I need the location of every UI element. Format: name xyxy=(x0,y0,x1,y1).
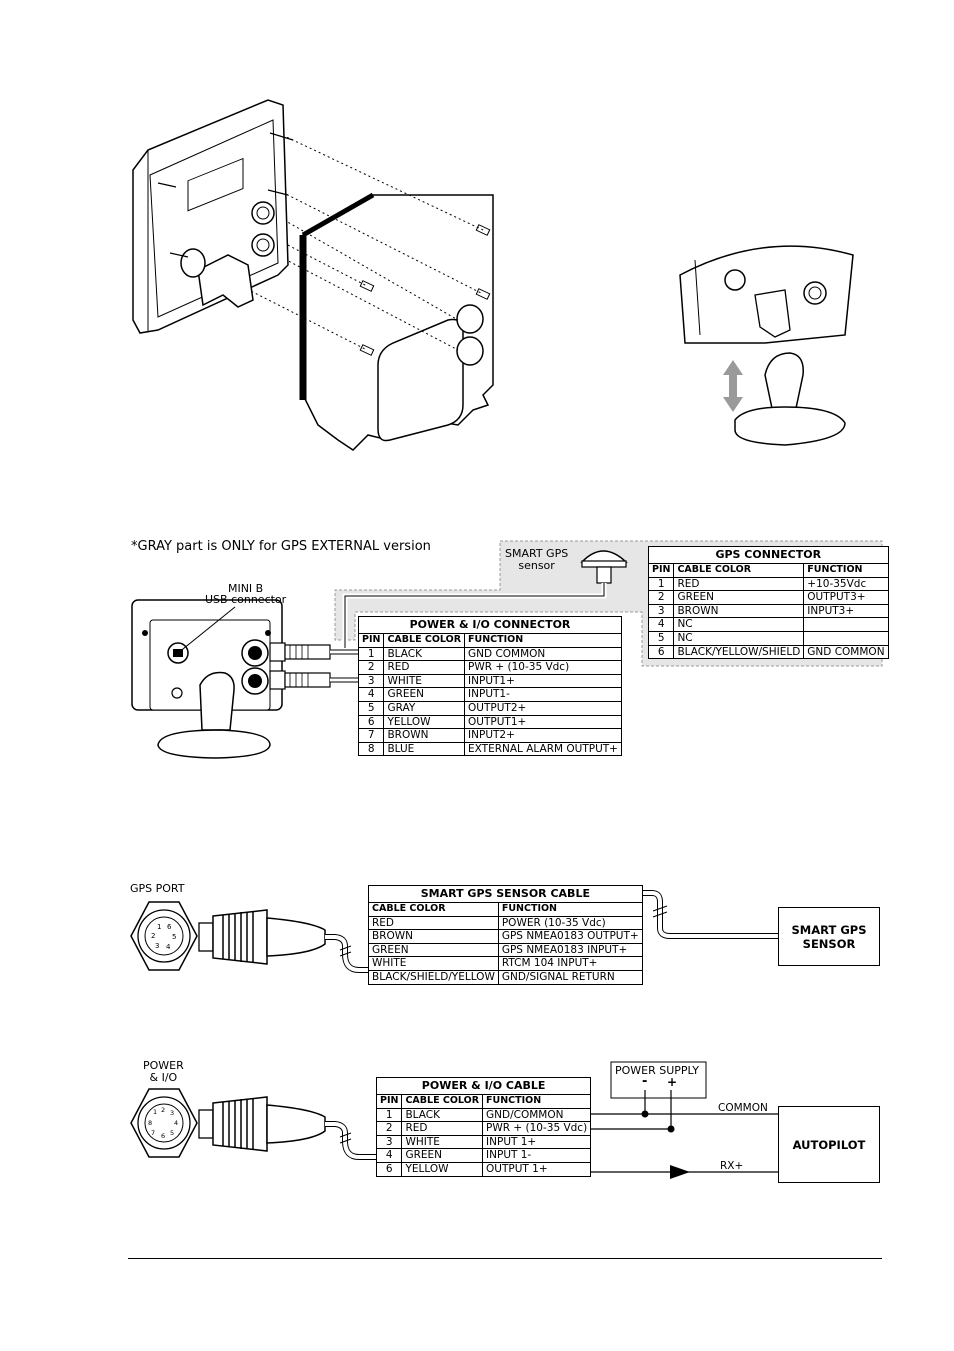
flush-mount-illustration xyxy=(132,99,494,451)
footer-rule xyxy=(128,1258,882,1259)
color-cell: BLACK/SHIELD/YELLOW xyxy=(368,969,499,985)
function-cell: INPUT 1+ xyxy=(482,1134,592,1150)
color-cell: BLACK xyxy=(383,646,466,662)
function-cell: INPUT 1- xyxy=(482,1148,592,1163)
pin-cell: 4 xyxy=(375,1148,403,1163)
bracket-mount-illustration xyxy=(679,245,854,446)
color-cell: GREEN xyxy=(401,1148,484,1163)
function-cell: GPS NMEA0183 OUTPUT+ xyxy=(497,929,643,944)
pin-cell: 5 xyxy=(357,700,385,716)
color-cell: YELLOW xyxy=(401,1161,484,1177)
function-cell: PWR + (10-35 Vdc) xyxy=(482,1121,592,1136)
smart-gps-cable-table: SMART GPS SENSOR CABLE CABLE COLOR FUNCT… xyxy=(368,885,643,985)
function-cell: GND COMMON xyxy=(803,644,889,660)
pin-cell: 1 xyxy=(375,1107,403,1123)
gps-connector-title: GPS CONNECTOR xyxy=(648,546,889,564)
pin-label-8: 8 xyxy=(148,1119,152,1127)
pin-label-2: 2 xyxy=(161,1106,165,1114)
power-io-label: POWER& I/O xyxy=(143,1059,184,1084)
pin-label-6: 6 xyxy=(161,1132,165,1140)
common-label: COMMON xyxy=(718,1102,768,1114)
power-io-connector-table: POWER & I/O CONNECTOR PIN CABLE COLOR FU… xyxy=(357,616,622,757)
pin-label-5: 5 xyxy=(172,933,176,941)
pin-cell: 3 xyxy=(647,603,675,619)
pin-cell: 8 xyxy=(357,741,385,757)
ps-plus-label: + xyxy=(667,1075,678,1089)
power-io-port-connector: 1 2 3 4 5 6 7 8 xyxy=(130,1088,377,1160)
color-cell: BLUE xyxy=(383,741,466,757)
pin-cell: 3 xyxy=(375,1134,403,1150)
color-cell: GREEN xyxy=(383,687,466,702)
function-cell: OUTPUT3+ xyxy=(803,590,889,605)
power-io-connector-title: POWER & I/O CONNECTOR xyxy=(358,616,622,634)
pin-cell: 2 xyxy=(375,1121,403,1136)
col-header: CABLE COLOR xyxy=(401,1094,484,1109)
col-header: PIN xyxy=(375,1094,403,1109)
function-cell: GPS NMEA0183 INPUT+ xyxy=(497,942,643,958)
pin-label-2: 2 xyxy=(151,932,155,940)
pin-label-5: 5 xyxy=(170,1129,174,1137)
pin-label-7: 7 xyxy=(151,1129,155,1137)
smart-gps-cable-title: SMART GPS SENSOR CABLE xyxy=(368,885,643,903)
ps-minus-label: - xyxy=(642,1074,648,1089)
power-io-cable-table: POWER & I/O CABLE PIN CABLE COLOR FUNCTI… xyxy=(375,1077,592,1177)
gps-connector-table: GPS CONNECTOR PIN CABLE COLOR FUNCTION 1… xyxy=(647,546,889,660)
autopilot-box: AUTOPILOT xyxy=(778,1106,880,1183)
function-cell: INPUT1+ xyxy=(464,673,622,689)
color-cell: RED xyxy=(401,1121,484,1136)
pin-label-3: 3 xyxy=(170,1109,174,1117)
power-supply-label: POWER SUPPLY xyxy=(615,1064,699,1077)
power-io-cable-title: POWER & I/O CABLE xyxy=(375,1077,592,1095)
pin-label-1: 1 xyxy=(153,1108,157,1116)
pin-label-4: 4 xyxy=(166,943,171,951)
function-cell: EXTERNAL ALARM OUTPUT+ xyxy=(464,741,622,757)
rx-plus-label: RX+ xyxy=(720,1160,744,1172)
function-cell: OUTPUT 1+ xyxy=(482,1161,592,1177)
col-header: PIN xyxy=(647,563,675,578)
gps-cable-route xyxy=(637,890,778,939)
pin-cell: 6 xyxy=(647,644,675,660)
pin-label-1: 1 xyxy=(157,923,161,931)
gray-note: *GRAY part is ONLY for GPS EXTERNAL vers… xyxy=(131,539,431,554)
gps-port-connector: 1 6 5 4 3 2 xyxy=(130,901,372,973)
gps-port-label: GPS PORT xyxy=(130,882,185,895)
color-cell: BLACK xyxy=(401,1107,484,1123)
col-header: FUNCTION xyxy=(482,1094,592,1109)
color-cell: BLACK/YELLOW/SHIELD xyxy=(673,644,805,660)
pin-cell: 6 xyxy=(375,1161,403,1177)
pin-label-4: 4 xyxy=(174,1119,178,1127)
device-back-illustration xyxy=(131,599,358,759)
function-cell: GND/SIGNAL RETURN xyxy=(497,969,643,985)
pin-label-6: 6 xyxy=(167,923,172,931)
function-cell: GND/COMMON xyxy=(482,1107,592,1123)
pin-label-3: 3 xyxy=(155,942,159,950)
color-cell: WHITE xyxy=(401,1134,484,1150)
power-wiring xyxy=(584,1061,778,1179)
color-cell: NC xyxy=(673,617,805,632)
